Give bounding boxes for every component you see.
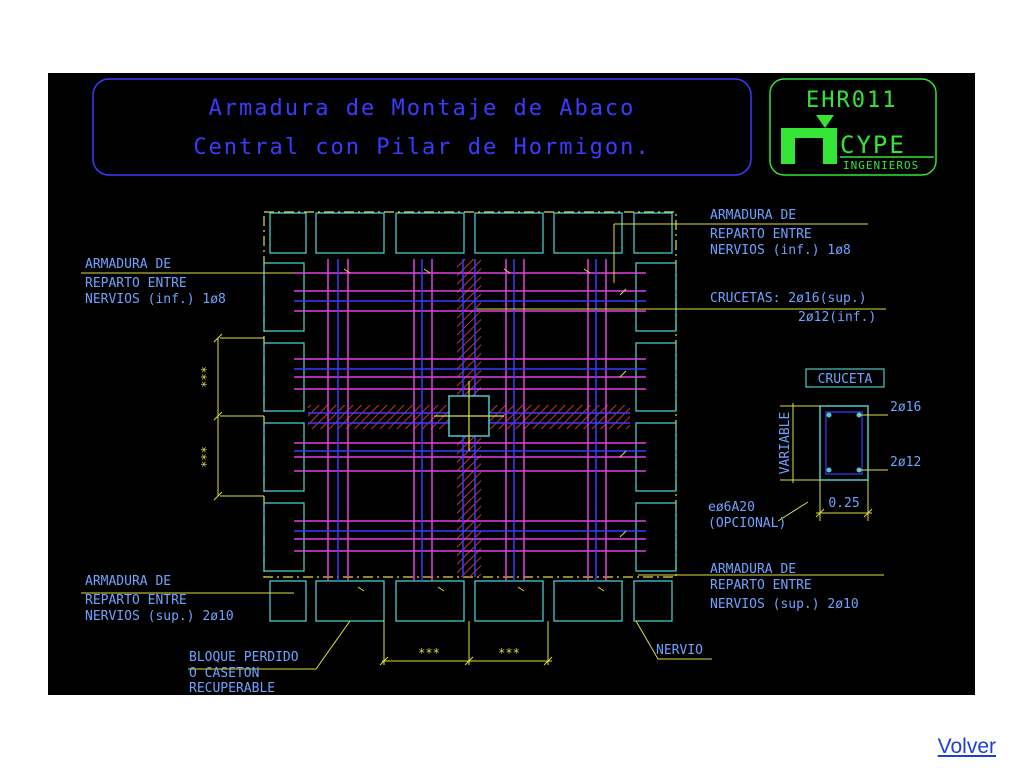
section-outline bbox=[819, 405, 869, 481]
label-bloque-1: BLOQUE PERDIDO bbox=[189, 650, 299, 665]
pilar bbox=[434, 381, 504, 451]
stirrup-label-2: (OPCIONAL) bbox=[708, 516, 786, 531]
cruceta-section: CRUCETA VARIABLE 2ø16 2ø12 0.25 eø6A20 (… bbox=[708, 368, 921, 531]
slab-plan bbox=[263, 211, 677, 622]
label-top-right-1: ARMADURA DE bbox=[710, 208, 796, 223]
section-title: CRUCETA bbox=[818, 372, 873, 387]
label-top-left-3: NERVIOS (inf.) 1ø8 bbox=[85, 292, 226, 307]
label-bottom-left-3: NERVIOS (sup.) 2ø10 bbox=[85, 609, 234, 624]
left-dim-mark-2: *** bbox=[199, 446, 213, 468]
leader-lines bbox=[81, 223, 886, 670]
logo-mark-icon bbox=[816, 115, 834, 128]
bottom-dim-mark-1: *** bbox=[418, 646, 440, 660]
title-block: Armadura de Montaje de Abaco Central con… bbox=[92, 78, 752, 176]
label-bottom-right-1: ARMADURA DE bbox=[710, 562, 796, 577]
stirrup-label-1: eø6A20 bbox=[708, 500, 755, 515]
blue-bars bbox=[294, 259, 646, 581]
label-bottom-left-1: ARMADURA DE bbox=[85, 574, 171, 589]
label-top-right-2: REPARTO ENTRE bbox=[710, 227, 812, 242]
label-bottom-left-2: REPARTO ENTRE bbox=[85, 593, 187, 608]
bar-ticks bbox=[343, 268, 627, 592]
label-top-left-1: ARMADURA DE bbox=[85, 257, 171, 272]
bottom-dimension bbox=[379, 621, 553, 666]
section-width-label: 0.25 bbox=[828, 496, 859, 511]
cad-drawing: Armadura de Montaje de Abaco Central con… bbox=[48, 73, 975, 695]
plan-labels: ARMADURA DE REPARTO ENTRE NERVIOS (inf.)… bbox=[85, 208, 876, 695]
left-dim-mark-1: *** bbox=[199, 366, 213, 388]
label-bottom-right-2: REPARTO ENTRE bbox=[710, 578, 812, 593]
section-top-bars: 2ø16 bbox=[890, 400, 921, 415]
back-link[interactable]: Volver bbox=[937, 735, 996, 758]
logo-subtitle: INGENIEROS bbox=[843, 159, 919, 172]
logo-code: EHR011 bbox=[806, 88, 897, 113]
title-line-1: Armadura de Montaje de Abaco bbox=[209, 96, 636, 121]
label-bloque-3: RECUPERABLE bbox=[189, 681, 275, 695]
stirrup bbox=[825, 411, 863, 475]
cype-logo: EHR011 CYPE INGENIEROS bbox=[769, 78, 937, 176]
label-nervio: NERVIO bbox=[656, 643, 703, 658]
label-bottom-right-3: NERVIOS (sup.) 2ø10 bbox=[710, 597, 859, 612]
left-dimension bbox=[213, 333, 264, 501]
title-line-2: Central con Pilar de Hormigon. bbox=[193, 135, 650, 160]
label-crucetas-1: CRUCETAS: 2ø16(sup.) bbox=[710, 291, 867, 306]
label-bloque-2: O CASETON bbox=[189, 666, 259, 681]
bottom-dim-mark-2: *** bbox=[498, 646, 520, 660]
label-top-left-2: REPARTO ENTRE bbox=[85, 276, 187, 291]
label-top-right-3: NERVIOS (inf.) 1ø8 bbox=[710, 243, 851, 258]
label-crucetas-2: 2ø12(inf.) bbox=[798, 310, 876, 325]
section-bottom-bars: 2ø12 bbox=[890, 455, 921, 470]
logo-brand: CYPE bbox=[840, 131, 906, 159]
magenta-vertical-bars bbox=[327, 259, 607, 581]
section-height-label: VARIABLE bbox=[778, 412, 793, 475]
